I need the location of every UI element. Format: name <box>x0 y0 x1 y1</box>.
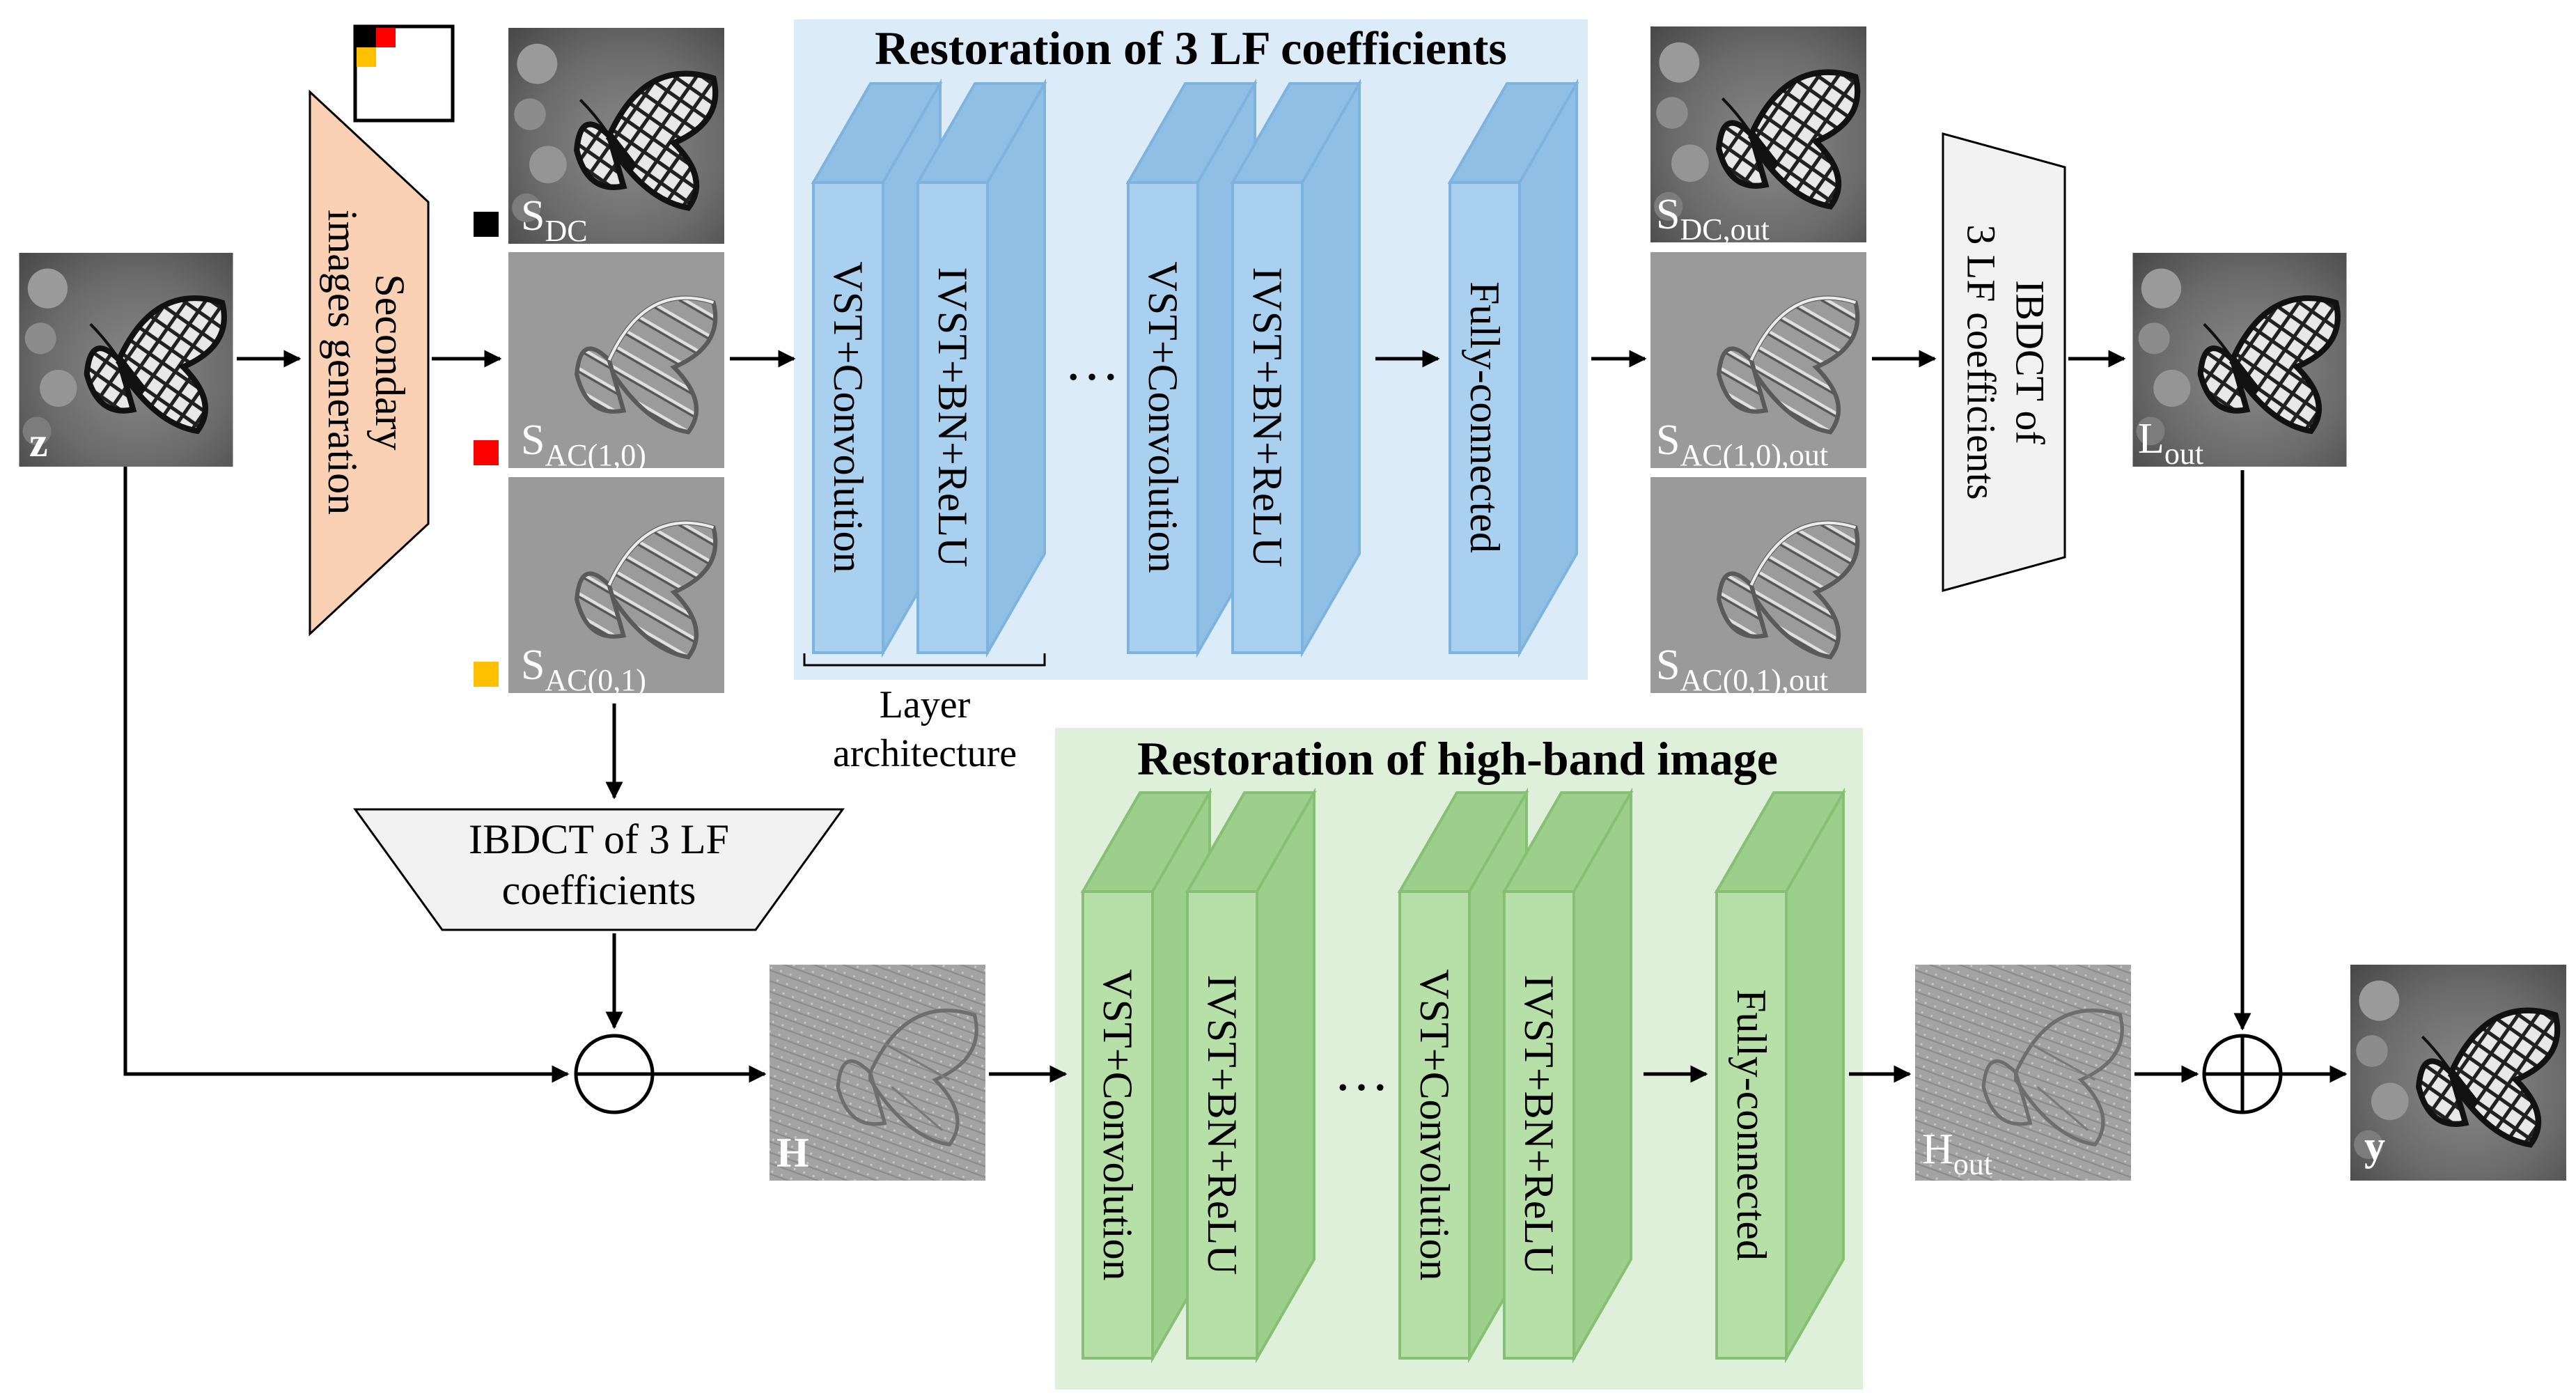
add-operator-icon <box>2202 1034 2283 1114</box>
lower-layer-4-label: IVST+BN+ReLU <box>1516 975 1562 1275</box>
secondary-label-2: images generation <box>320 210 366 515</box>
upper-panel-title: Restoration of 3 LF coefficients <box>875 22 1507 75</box>
subtract-operator-icon <box>574 1034 655 1114</box>
image-s-ac10-out-label: SAC(1,0),out <box>1656 417 1828 472</box>
upper-layer-4-label: IVST+BN+ReLU <box>1244 267 1290 568</box>
upper-layer-5: Fully-connected <box>1447 78 1579 658</box>
image-s-ac01-out: SAC(0,1),out <box>1650 477 1866 697</box>
image-s-dc-out: SDC,out <box>1650 26 1866 247</box>
lower-layer-4: IVST+BN+ReLU <box>1501 787 1634 1364</box>
image-l-out: Lout <box>2133 253 2347 471</box>
lower-layer-5: Fully-connected <box>1714 787 1846 1364</box>
image-h: H <box>770 965 985 1181</box>
marker-ac10-icon <box>474 440 499 465</box>
ibdct-lower-label-1: IBDCT of 3 LF <box>469 816 729 862</box>
image-s-dc-label: SDC <box>521 192 588 248</box>
image-h-label: H <box>776 1130 809 1176</box>
dct-coefficient-grid-icon <box>353 24 455 123</box>
upper-ellipsis: … <box>1064 331 1120 392</box>
image-s-dc-out-label: SDC,out <box>1656 191 1770 247</box>
marker-ac01-icon <box>474 662 499 687</box>
arrow-z-to-subtract <box>123 467 570 1083</box>
lower-layer-5-label: Fully-connected <box>1728 989 1774 1261</box>
upper-layer-4: IVST+BN+ReLU <box>1230 78 1362 658</box>
input-image-z: z <box>19 253 233 467</box>
upper-layer-2-label: IVST+BN+ReLU <box>930 267 976 568</box>
upper-layer-3-label: VST+Convolution <box>1140 261 1186 573</box>
lower-layer-3-label: VST+Convolution <box>1412 969 1458 1280</box>
layer-architecture-label-2: architecture <box>833 732 1017 775</box>
lower-ellipsis: … <box>1334 1041 1389 1103</box>
image-s-ac01-label: SAC(0,1) <box>521 641 646 697</box>
image-h-out: Hout <box>1915 965 2131 1181</box>
image-s-ac10-label: SAC(1,0) <box>521 417 646 472</box>
lower-layer-2-label: IVST+BN+ReLU <box>1199 975 1245 1275</box>
image-s-ac01-out-label: SAC(0,1),out <box>1656 641 1828 697</box>
lower-layer-1-label: VST+Convolution <box>1095 969 1141 1280</box>
image-l-out-label: Lout <box>2138 415 2203 471</box>
secondary-images-generation-block: Secondary images generation <box>309 89 430 637</box>
layer-architecture-label-1: Layer <box>880 683 971 726</box>
ibdct-upper-label-1: IBDCT of <box>2008 280 2053 444</box>
input-image-label: z <box>29 419 48 465</box>
image-s-ac10-out: SAC(1,0),out <box>1650 252 1866 472</box>
ibdct-lower-label-2: coefficients <box>502 867 696 913</box>
image-h-out-label: Hout <box>1922 1126 1992 1181</box>
lower-panel-title: Restoration of high-band image <box>1137 732 1778 785</box>
image-s-ac01: SAC(0,1) <box>508 477 724 697</box>
connector-arrows <box>123 350 2348 1083</box>
ibdct-upper-label-2: 3 LF coefficients <box>1959 224 2004 499</box>
upper-layer-2: IVST+BN+ReLU <box>915 78 1047 658</box>
image-s-ac10: SAC(1,0) <box>508 252 724 472</box>
output-image-y: y <box>2350 965 2566 1181</box>
upper-layer-5-label: Fully-connected <box>1462 281 1508 553</box>
layer-architecture-bracket <box>803 653 1046 667</box>
secondary-label-1: Secondary <box>367 274 413 450</box>
marker-dc-icon <box>474 212 499 237</box>
ibdct-lower-block: IBDCT of 3 LF coefficients <box>353 808 845 931</box>
image-s-dc: SDC <box>508 28 724 248</box>
upper-layer-1-label: VST+Convolution <box>825 261 871 573</box>
ibdct-upper-block: IBDCT of 3 LF coefficients <box>1942 132 2066 592</box>
lower-layer-2: IVST+BN+ReLU <box>1185 787 1317 1364</box>
output-image-label: y <box>2364 1123 2385 1169</box>
